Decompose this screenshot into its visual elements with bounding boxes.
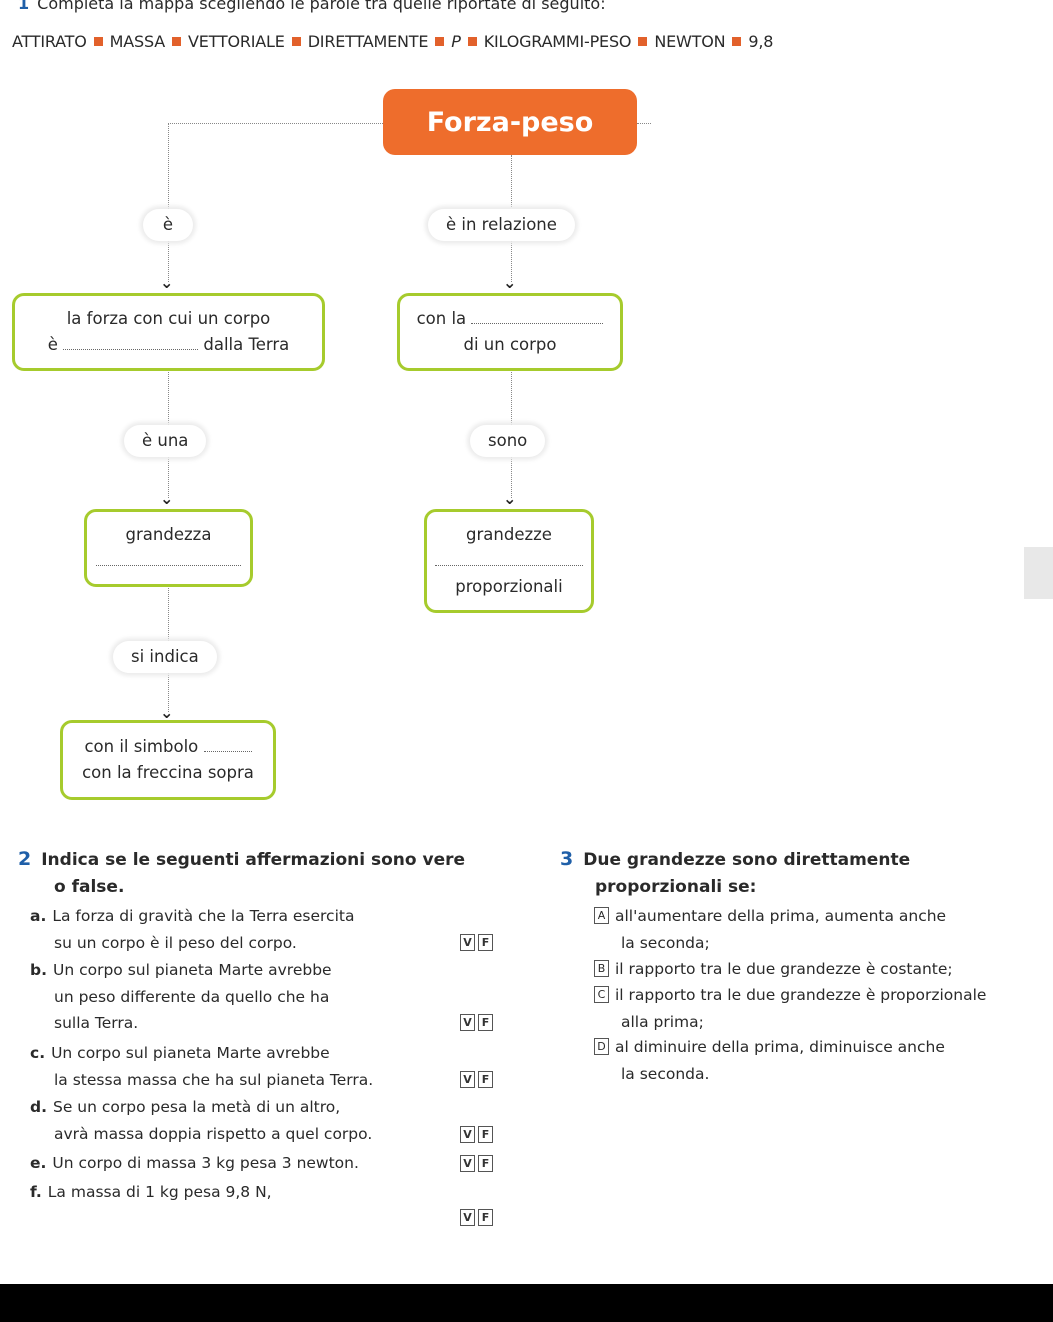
fill-blank[interactable] <box>471 309 604 324</box>
page-edge-shadow <box>1024 547 1053 599</box>
map-node-relation: con la di un corpo <box>397 293 623 371</box>
true-checkbox[interactable]: V <box>460 934 475 951</box>
link-label: è <box>143 209 193 241</box>
fill-blank[interactable] <box>203 737 252 752</box>
bottom-black-band <box>0 1284 1053 1322</box>
connector-line <box>511 155 512 207</box>
exercise-1-instruction: 1 Completa la mappa scegliendo le parole … <box>18 0 606 13</box>
map-node-symbol: con il simbolo con la freccina sopra <box>60 720 276 800</box>
word: ATTIRATO <box>12 32 87 51</box>
word: NEWTON <box>654 32 726 51</box>
false-checkbox[interactable]: F <box>478 1126 493 1143</box>
true-checkbox[interactable]: V <box>460 1209 475 1226</box>
link-label: si indica <box>113 641 217 673</box>
exercise-number: 1 <box>18 0 30 13</box>
node-text: proporzionali <box>455 577 563 596</box>
arrow-down-icon: ⌄ <box>160 703 174 722</box>
node-text-line: è dalla Terra <box>47 335 290 354</box>
false-checkbox[interactable]: F <box>478 1155 493 1172</box>
statement-b: b.Un corpo sul pianeta Marte avrebbe un … <box>30 961 332 1032</box>
node-text: grandezza <box>125 525 212 544</box>
connector-line <box>168 240 169 282</box>
fill-blank[interactable] <box>63 335 199 350</box>
statement-e: e.Un corpo di massa 3 kg pesa 3 newton. <box>30 1154 359 1172</box>
node-text: la forza con cui un corpo <box>66 309 271 328</box>
true-checkbox[interactable]: V <box>460 1155 475 1172</box>
connector-line <box>511 370 512 425</box>
word: P <box>451 32 461 51</box>
separator-square-icon <box>93 37 103 46</box>
separator-square-icon <box>732 37 742 46</box>
true-checkbox[interactable]: V <box>460 1071 475 1088</box>
separator-square-icon <box>638 37 648 46</box>
connector-line <box>168 586 169 641</box>
node-text: con la freccina sopra <box>82 763 254 782</box>
connector-line <box>168 123 383 124</box>
true-checkbox[interactable]: V <box>460 1126 475 1143</box>
link-label: è una <box>124 425 207 457</box>
false-checkbox[interactable]: F <box>478 1071 493 1088</box>
map-node-quantity: grandezza <box>84 509 253 587</box>
fill-blank[interactable] <box>435 551 583 566</box>
connector-line <box>511 456 512 498</box>
node-text-line: con la <box>417 306 604 332</box>
false-checkbox[interactable]: F <box>478 934 493 951</box>
link-label: è in relazione <box>428 209 575 241</box>
statement-d: d.Se un corpo pesa la metà di un altro, … <box>30 1098 373 1143</box>
connector-line <box>168 672 169 712</box>
word: KILOGRAMMI-PESO <box>483 32 632 51</box>
map-node-definition: la forza con cui un corpo è dalla Terra <box>12 293 325 371</box>
arrow-down-icon: ⌄ <box>503 273 517 292</box>
statement-c: c.Un corpo sul pianeta Marte avrebbe la … <box>30 1044 374 1089</box>
statement-a: a.La forza di gravità che la Terra eserc… <box>30 907 355 952</box>
word: 9,8 <box>748 32 774 51</box>
exercise-number: 3 <box>560 848 574 870</box>
fill-blank[interactable] <box>96 551 241 566</box>
arrow-down-icon: ⌄ <box>160 489 174 508</box>
node-text-line: con il simbolo <box>84 734 252 760</box>
word-bank: ATTIRATO MASSA VETTORIALE DIRETTAMENTE P KILO… <box>12 32 773 51</box>
map-node-proportional: grandezze proporzionali <box>424 509 594 613</box>
link-label: sono <box>470 425 546 457</box>
arrow-down-icon: ⌄ <box>160 273 174 292</box>
arrow-down-icon: ⌄ <box>503 489 517 508</box>
node-text: grandezze <box>466 525 552 544</box>
separator-square-icon <box>291 37 301 46</box>
separator-square-icon <box>171 37 181 46</box>
exercise-number: 2 <box>18 848 32 870</box>
connector-line <box>511 241 512 282</box>
connector-line <box>637 123 651 124</box>
separator-square-icon <box>467 37 477 46</box>
connector-line <box>168 456 169 498</box>
true-checkbox[interactable]: V <box>460 1014 475 1031</box>
map-root-node: Forza-peso <box>383 89 637 155</box>
node-text: di un corpo <box>463 335 557 354</box>
statement-f: f.La massa di 1 kg pesa 9,8 N, <box>30 1183 272 1201</box>
separator-square-icon <box>435 37 445 46</box>
connector-line <box>168 123 169 213</box>
false-checkbox[interactable]: F <box>478 1014 493 1031</box>
word: MASSA <box>109 32 166 51</box>
word: VETTORIALE <box>187 32 285 51</box>
instruction-text: Completa la mappa scegliendo le parole t… <box>37 0 606 13</box>
false-checkbox[interactable]: F <box>478 1209 493 1226</box>
connector-line <box>168 370 169 425</box>
word: DIRETTAMENTE <box>307 32 429 51</box>
